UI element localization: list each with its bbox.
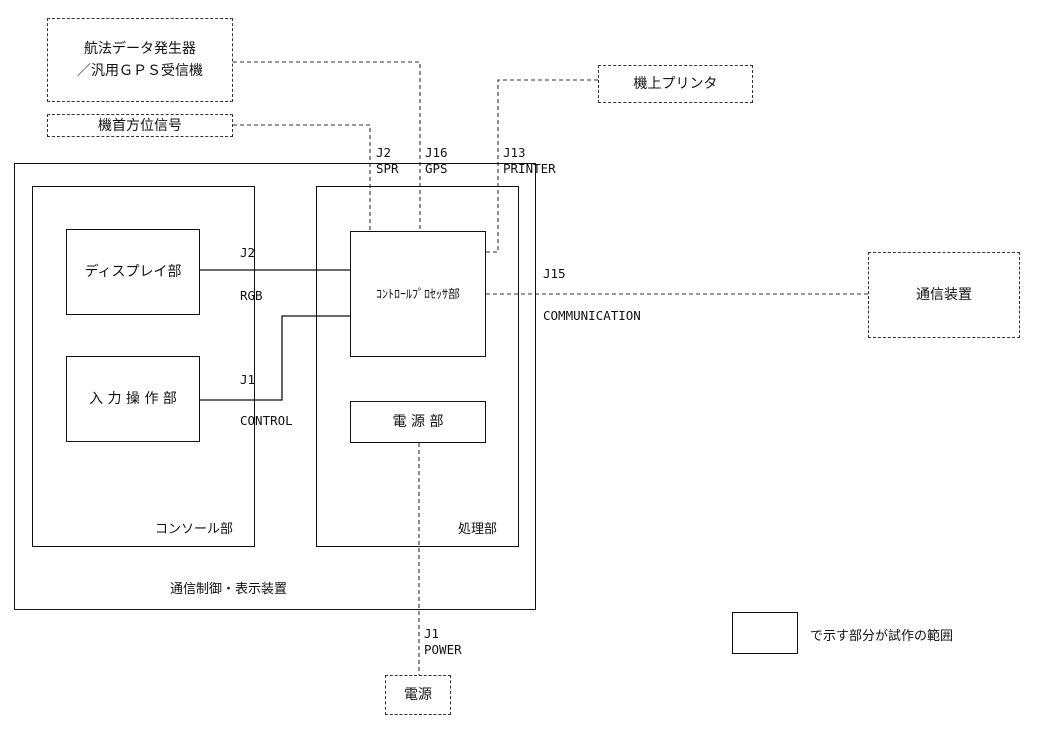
display-unit-box: ディスプレイ部 — [66, 229, 200, 315]
connector-communication: COMMUNICATION — [543, 308, 641, 323]
printer-line — [486, 79, 598, 253]
system-frame — [14, 163, 536, 610]
power-source-box: 電源 — [385, 675, 451, 715]
console-unit-label: コンソール部 — [155, 522, 234, 537]
connector-rgb: RGB — [240, 288, 263, 303]
spr-line — [233, 124, 371, 231]
connector-j16-gps: J16 GPS — [425, 145, 448, 176]
connector-j15: J15 — [543, 266, 566, 281]
legend-swatch — [732, 612, 798, 654]
console-unit-frame — [32, 186, 255, 547]
connector-control: CONTROL — [240, 413, 293, 428]
connector-j1-power: J1 POWER — [424, 626, 462, 657]
input-unit-box: 入 力 操 作 部 — [66, 356, 200, 442]
processing-unit-label: 処理部 — [458, 522, 498, 537]
nav-data-generator-box: 航法データ発生器 ／汎用ＧＰＳ受信機 — [47, 18, 233, 102]
legend-text: で示す部分が試作の範囲 — [810, 629, 954, 644]
connector-j2: J2 — [240, 245, 256, 260]
comm-device-box: 通信装置 — [868, 252, 1020, 338]
connector-j2-spr: J2 SPR — [376, 145, 399, 176]
control-processor-box: ｺﾝﾄﾛｰﾙﾌﾟﾛｾｯｻ部 — [350, 231, 486, 357]
connector-j1: J1 — [240, 372, 256, 387]
processing-unit-frame — [316, 186, 519, 547]
connector-j13-printer: J13 PRINTER — [503, 145, 556, 176]
power-unit-box: 電 源 部 — [350, 401, 486, 443]
onboard-printer-box: 機上プリンタ — [598, 65, 753, 103]
system-title: 通信制御・表示装置 — [170, 582, 288, 597]
heading-signal-box: 機首方位信号 — [47, 114, 233, 137]
